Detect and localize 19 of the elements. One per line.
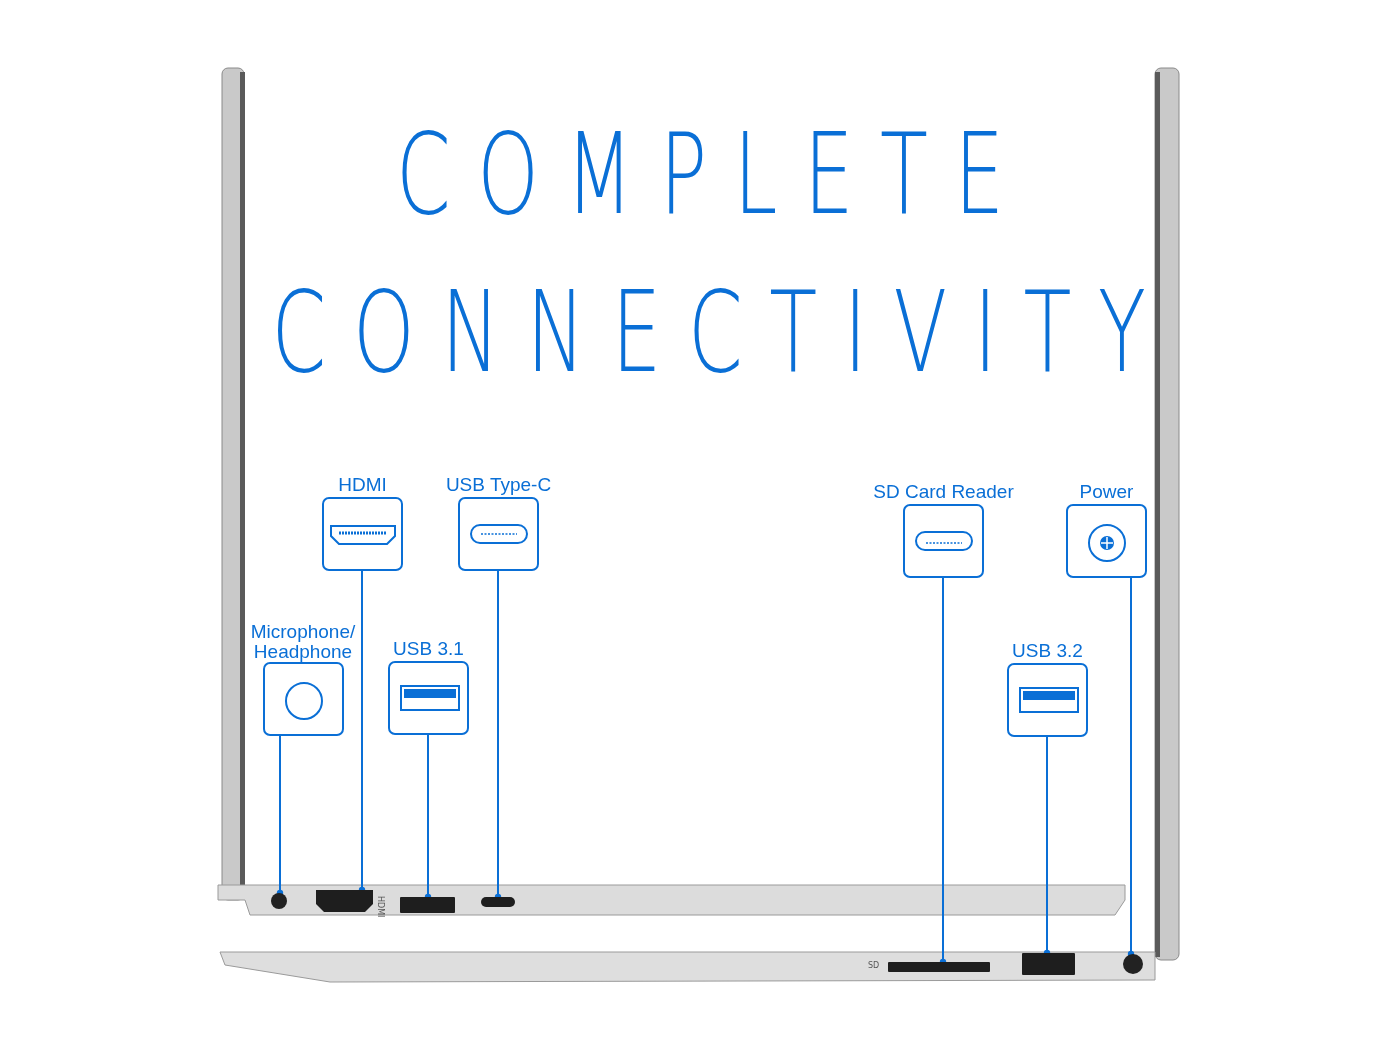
title: COMPLETE CONNECTIVITY xyxy=(270,108,1155,399)
port-label: Microphone/ Headphone xyxy=(249,622,357,662)
jack-port xyxy=(1123,954,1143,974)
port-label: SD Card Reader xyxy=(872,482,1015,502)
leader-line xyxy=(276,735,284,897)
leader-line xyxy=(1127,577,1135,958)
port-label: Power xyxy=(1078,482,1135,502)
port-label: HDMI xyxy=(337,475,388,495)
usb-port xyxy=(1022,953,1075,975)
typec-port xyxy=(481,897,515,907)
port-marking: HDMI xyxy=(376,896,385,918)
jack-port xyxy=(271,893,287,909)
hdmi-port xyxy=(316,890,373,912)
port-marking: SD xyxy=(868,961,880,970)
port-label: USB Type-C xyxy=(444,475,553,495)
sd-port xyxy=(888,962,990,972)
port-label: USB 3.2 xyxy=(1011,641,1084,661)
port-label: USB 3.1 xyxy=(392,639,465,659)
usb-port xyxy=(400,897,455,913)
